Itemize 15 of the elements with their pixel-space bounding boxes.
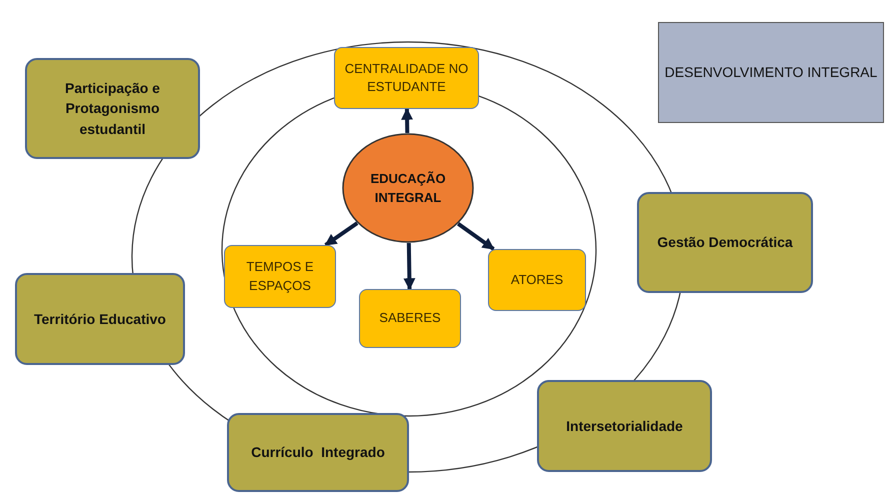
arrow xyxy=(401,108,414,134)
central-ellipse: EDUCAÇÃO INTEGRAL xyxy=(342,133,474,243)
principle-box: Participação e Protagonismo estudantil xyxy=(25,58,200,159)
principle-box: Currículo Integrado xyxy=(227,413,409,492)
heading-box: DESENVOLVIMENTO INTEGRAL xyxy=(658,22,884,123)
concept-box: CENTRALIDADE NO ESTUDANTE xyxy=(334,47,479,109)
principle-box: Território Educativo xyxy=(15,273,185,365)
concept-box: TEMPOS E ESPAÇOS xyxy=(224,245,336,308)
principle-box: Gestão Democrática xyxy=(637,192,813,293)
arrow xyxy=(403,242,416,290)
principle-box: Intersetorialidade xyxy=(537,380,712,472)
arrow xyxy=(324,221,358,247)
arrow xyxy=(456,222,495,251)
concept-box: SABERES xyxy=(359,289,461,348)
concept-box: ATORES xyxy=(488,249,586,311)
